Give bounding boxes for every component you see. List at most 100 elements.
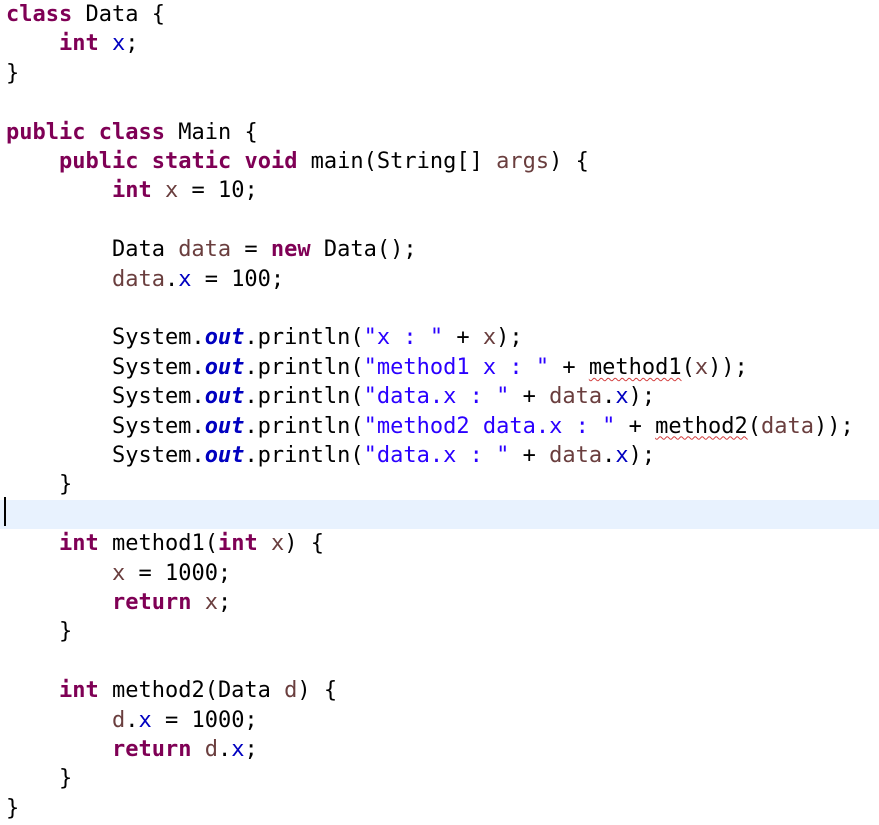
code-line[interactable] [0, 294, 879, 323]
code-line[interactable]: d.x = 1000; [0, 706, 879, 735]
code-line[interactable]: System.out.println("method1 x : " + meth… [0, 353, 879, 382]
code-token: d [284, 678, 298, 704]
line-text: System.out.println("data.x : " + data.x)… [6, 441, 655, 470]
code-token: class [98, 119, 165, 145]
warning-token: method2 [655, 413, 748, 439]
line-text: d.x = 1000; [6, 706, 258, 735]
code-token: int [58, 31, 99, 57]
code-token: + [549, 354, 589, 380]
code-token: .println( [244, 325, 364, 351]
code-token [191, 737, 204, 762]
code-token: ); [628, 384, 656, 410]
code-line[interactable]: System.out.println("x : " + x); [0, 323, 879, 352]
code-line[interactable] [0, 206, 879, 235]
line-text: int method1(int x) { [6, 529, 324, 558]
code-token: out [204, 325, 245, 351]
code-token: } [6, 472, 73, 498]
code-token: x [204, 590, 218, 615]
line-text: } [6, 764, 72, 793]
code-line[interactable]: public class Main { [0, 118, 879, 147]
code-token [6, 708, 112, 733]
code-token: data [761, 413, 815, 439]
code-line[interactable]: } [0, 617, 879, 646]
code-token: "x : " [363, 325, 444, 351]
code-token: x [615, 443, 629, 468]
code-token: System. [6, 413, 205, 439]
code-line[interactable]: data.x = 100; [0, 265, 879, 294]
code-line[interactable]: } [0, 59, 879, 88]
line-text: public static void main(String[] args) { [6, 147, 589, 176]
code-token: Data [6, 237, 179, 263]
code-token: x [694, 354, 709, 380]
code-token: . [125, 707, 139, 733]
code-token: + [509, 384, 550, 410]
line-text: public class Main { [6, 118, 258, 147]
code-token [6, 149, 59, 174]
code-token: + [615, 413, 656, 439]
code-token: out [204, 384, 245, 410]
code-line[interactable]: int method1(int x) { [0, 529, 879, 558]
code-token: int [58, 531, 99, 557]
code-line[interactable]: } [0, 470, 879, 499]
code-token: "data.x : " [363, 384, 510, 410]
current-line[interactable] [0, 499, 879, 530]
line-text: int x = 10; [6, 176, 258, 205]
code-token: System. [6, 354, 205, 380]
code-token [6, 561, 112, 586]
code-line[interactable]: int x; [0, 29, 879, 58]
line-text: System.out.println("x : " + x); [6, 323, 523, 352]
code-line[interactable]: Data data = new Data(); [0, 235, 879, 264]
line-text: return d.x; [6, 735, 258, 764]
code-token: .println( [244, 384, 364, 410]
code-token: "method2 data.x : " [363, 413, 616, 439]
code-line[interactable]: int method2(Data d) { [0, 676, 879, 705]
code-token: public [58, 149, 139, 174]
line-text: data.x = 100; [6, 265, 284, 294]
line-text: } [6, 794, 19, 823]
code-token: . [602, 384, 616, 410]
code-token: args [496, 149, 550, 174]
code-line[interactable]: return d.x; [0, 735, 879, 764]
code-token: System. [6, 443, 205, 468]
code-line[interactable]: System.out.println("data.x : " + data.x)… [0, 382, 879, 411]
line-text: x = 1000; [6, 559, 231, 588]
code-line[interactable] [0, 88, 879, 117]
code-token: ); [496, 325, 523, 351]
code-token: "method1 x : " [363, 354, 550, 380]
code-line[interactable]: x = 1000; [0, 559, 879, 588]
code-line[interactable]: } [0, 764, 879, 793]
code-token: class [6, 2, 73, 27]
code-line[interactable]: } [0, 794, 879, 823]
code-token: x [138, 707, 152, 733]
code-token [6, 531, 59, 556]
code-token [6, 178, 112, 203]
code-token: int [217, 531, 258, 557]
code-token: .println( [244, 413, 364, 439]
code-token: } [6, 619, 73, 645]
code-token: )); [708, 354, 748, 380]
line-text: } [6, 617, 72, 646]
code-token: )); [814, 413, 854, 439]
code-token: } [6, 795, 20, 821]
code-token: . [602, 443, 616, 468]
code-line[interactable]: return x; [0, 588, 879, 617]
code-token: d [204, 737, 218, 762]
code-token: Data(); [310, 237, 417, 263]
code-line[interactable]: class Data { [0, 0, 879, 29]
code-token [6, 678, 59, 703]
line-text: Data data = new Data(); [6, 235, 417, 264]
code-line[interactable]: System.out.println("data.x : " + data.x)… [0, 441, 879, 470]
code-line[interactable] [0, 647, 879, 676]
code-line[interactable]: System.out.println("method2 data.x : " +… [0, 412, 879, 441]
code-token: public [6, 119, 86, 145]
line-text: int x; [6, 29, 139, 58]
code-token: Data { [72, 2, 165, 27]
code-token: ; [217, 590, 232, 615]
code-line[interactable]: int x = 10; [0, 176, 879, 205]
code-line[interactable]: public static void main(String[] args) { [0, 147, 879, 176]
code-token: data [178, 237, 232, 263]
code-token: return [111, 737, 192, 762]
code-token: System. [6, 384, 205, 410]
code-token: main(String[] [297, 149, 497, 174]
